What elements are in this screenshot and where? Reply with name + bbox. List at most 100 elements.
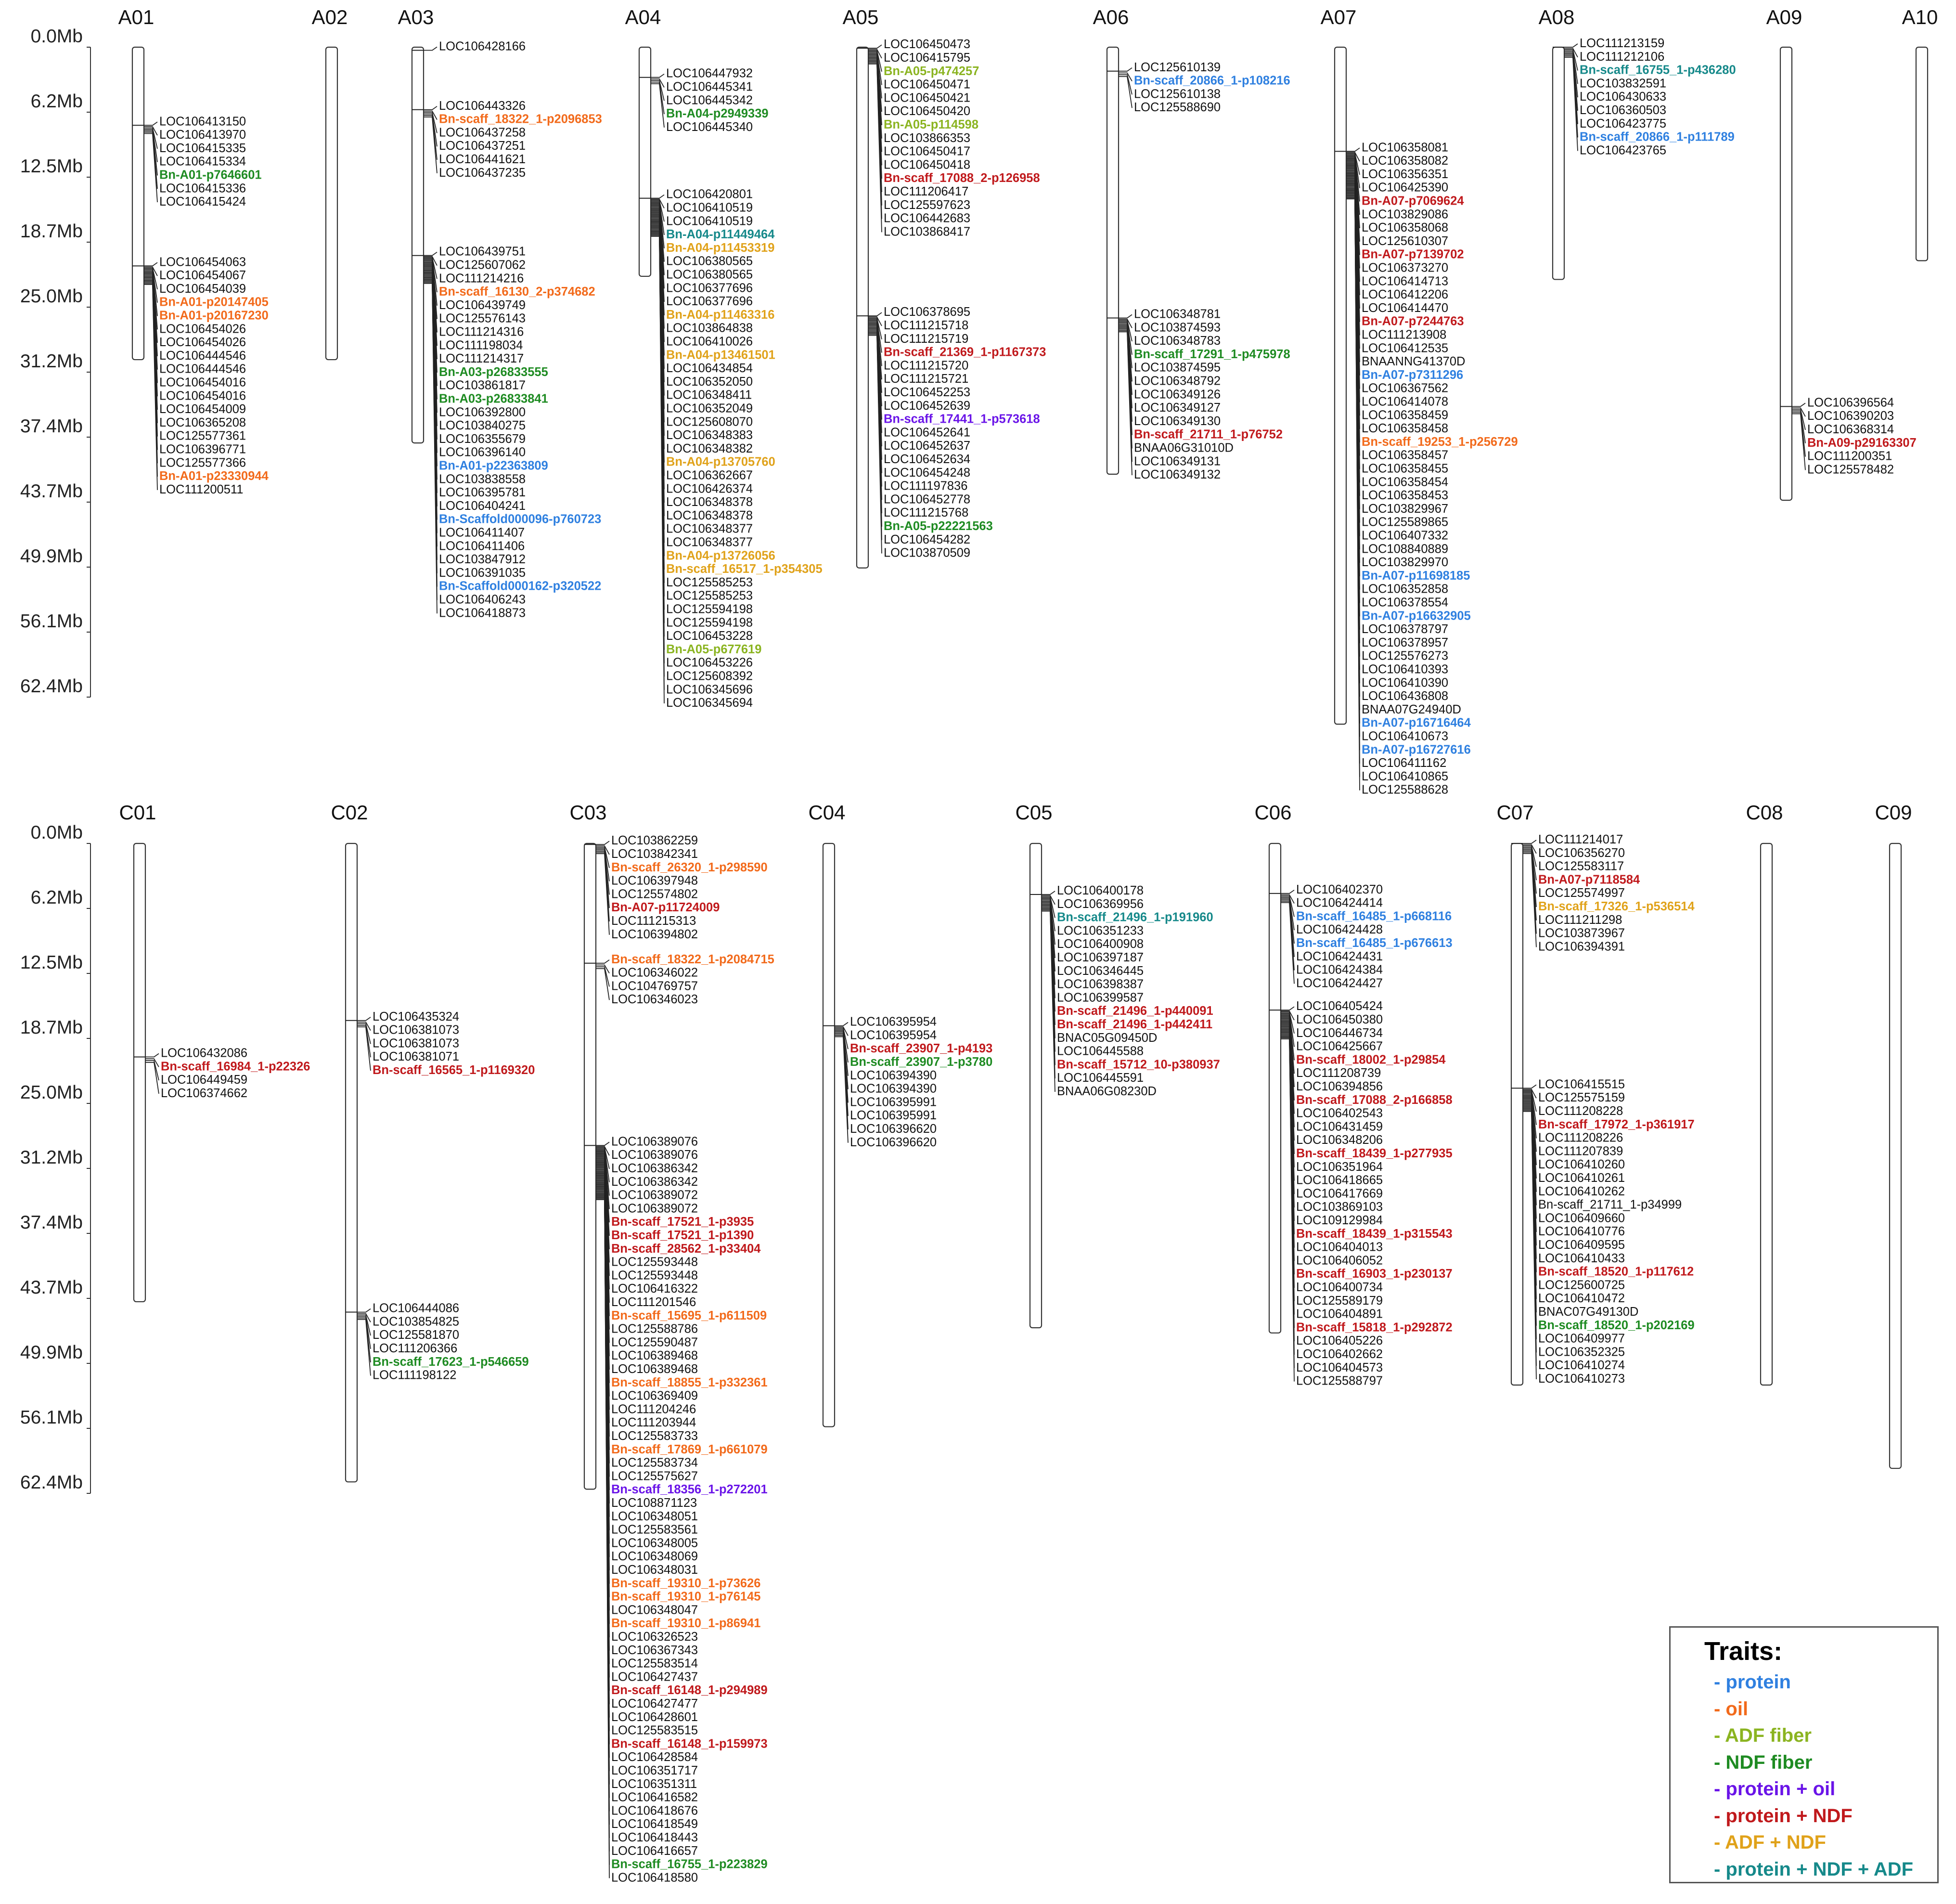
gene-label: LOC125589865: [1362, 516, 1448, 529]
connector-line: [1281, 895, 1295, 917]
gene-label: LOC106358068: [1362, 221, 1448, 234]
gene-label: LOC125593448: [611, 1256, 698, 1269]
chromosome-bar: [856, 46, 869, 569]
connector-line: [868, 63, 882, 233]
connector-line: [144, 130, 158, 176]
gene-label: LOC106437251: [439, 139, 526, 153]
connector-line: [835, 1027, 849, 1049]
gene-label: LOC106411406: [439, 539, 525, 553]
chromosome-name: C07: [1496, 801, 1533, 824]
gene-label: LOC106355679: [439, 432, 526, 446]
gene-label: LOC111203944: [611, 1416, 696, 1429]
connector-line: [596, 1147, 610, 1169]
chromosome-bar: [638, 46, 652, 277]
snp-marker-label: Bn-A04-p13726056: [666, 549, 775, 562]
chromosome-bar: [1915, 46, 1929, 261]
gene-label: LOC106424414: [1296, 896, 1383, 910]
gene-label: LOC106404891: [1296, 1308, 1383, 1321]
gene-label: LOC125577366: [159, 456, 246, 469]
chromosome-name: C05: [1015, 801, 1052, 824]
connector-line: [596, 845, 610, 855]
gene-label: LOC106410472: [1538, 1292, 1625, 1305]
connector-line: [1564, 52, 1578, 98]
gene-label: LOC103842341: [611, 847, 698, 861]
gene-label: LOC106444546: [159, 349, 246, 363]
gene-label: LOC103869103: [1296, 1200, 1383, 1214]
gene-label: LOC106378554: [1362, 596, 1448, 609]
gene-label: LOC111215313: [611, 914, 696, 928]
connector-line: [144, 284, 158, 490]
connector-line: [1792, 402, 1806, 407]
snp-marker-label: Bn-scaff_17869_1-p661079: [611, 1443, 768, 1456]
gene-label: LOC106404241: [439, 499, 526, 513]
connector-line: [424, 115, 438, 160]
snp-marker-label: Bn-scaff_19310_1-p86941: [611, 1617, 760, 1630]
gene-label: LOC106413970: [159, 128, 246, 142]
axis-tick-label: 18.7Mb: [20, 1017, 83, 1038]
gene-label: LOC106400178: [1057, 884, 1144, 897]
gene-label: LOC106454248: [884, 466, 970, 479]
snp-marker-label: Bn-A05-p474257: [884, 65, 979, 78]
gene-label: LOC106410261: [1538, 1171, 1625, 1185]
gene-label: LOC125574997: [1538, 886, 1625, 900]
gene-label: LOC125575159: [1538, 1091, 1625, 1104]
snp-marker-label: Bn-scaff_21496_1-p442411: [1057, 1018, 1212, 1031]
connector-line: [1281, 1013, 1295, 1061]
gene-label: LOC106400734: [1296, 1281, 1383, 1294]
connector-line: [1523, 1095, 1537, 1179]
gene-label: LOC106367562: [1362, 382, 1448, 395]
connector-line: [651, 202, 665, 248]
gene-label: LOC111197836: [884, 479, 967, 493]
connector-line: [357, 1024, 371, 1058]
connector-line: [1523, 1089, 1537, 1112]
connector-line: [835, 1031, 849, 1089]
gene-label: LOC106430633: [1580, 90, 1666, 104]
snp-marker-label: Bn-scaff_18439_1-p277935: [1296, 1147, 1453, 1160]
gene-label: LOC106444546: [159, 363, 246, 376]
gene-label: LOC106436808: [1362, 689, 1448, 703]
snp-marker-label: Bn-A05-p114598: [884, 118, 978, 131]
gene-label: LOC106352325: [1538, 1345, 1625, 1359]
axis-tick-label: 0.0Mb: [31, 26, 83, 47]
gene-label: LOC106445341: [666, 80, 753, 94]
gene-label: LOC106404013: [1296, 1241, 1383, 1254]
axis-tick-label: 6.2Mb: [31, 887, 83, 908]
chromosome-a04: A04LOC106447932LOC106445341LOC106445342B…: [625, 6, 823, 710]
connector-line: [1281, 897, 1295, 931]
connector-line: [144, 126, 158, 136]
connector-line: [1042, 901, 1055, 971]
gene-label: LOC106443326: [439, 99, 526, 113]
connector-line: [424, 112, 438, 133]
connector-line: [596, 853, 610, 935]
legend-item-adf-fiber: - ADF fiber: [1714, 1725, 1812, 1746]
connector-line: [357, 1316, 371, 1349]
gene-label: LOC106352049: [666, 402, 753, 415]
axis-tick-label: 0.0Mb: [31, 822, 83, 843]
connector-line: [868, 50, 882, 72]
gene-label: LOC106378695: [884, 305, 970, 319]
snp-marker-label: Bn-scaff_19310_1-p76145: [611, 1590, 760, 1604]
connector-line: [596, 849, 610, 895]
gene-label: LOC106369956: [1057, 897, 1144, 911]
snp-marker-label: Bn-scaff_16148_1-p159973: [611, 1737, 768, 1750]
gene-label: LOC106356270: [1538, 846, 1625, 860]
chromosome-name: A06: [1093, 6, 1129, 28]
gene-label: LOC106418676: [611, 1804, 698, 1817]
snp-marker-label: Bn-A04-p11463316: [666, 308, 774, 322]
connector-line: [1346, 198, 1360, 790]
gene-label: LOC106409595: [1538, 1238, 1625, 1252]
gene-label: LOC106358454: [1362, 475, 1448, 489]
chromosome-name: A09: [1766, 6, 1802, 28]
gene-label: LOC111200511: [159, 483, 243, 496]
gene-label: LOC111215719: [884, 332, 968, 346]
axis-tick-label: 56.1Mb: [20, 611, 83, 632]
snp-marker-label: Bn-A03-p26833841: [439, 392, 548, 405]
gene-label: LOC106348792: [1134, 375, 1221, 388]
gene-label: LOC106452639: [884, 399, 970, 413]
connector-line: [651, 198, 665, 208]
connector-line: [1119, 74, 1132, 95]
gene-label: LOC106418873: [439, 606, 526, 620]
connector-line: [144, 268, 158, 290]
connector-line: [868, 335, 882, 554]
connector-line: [1564, 43, 1578, 48]
